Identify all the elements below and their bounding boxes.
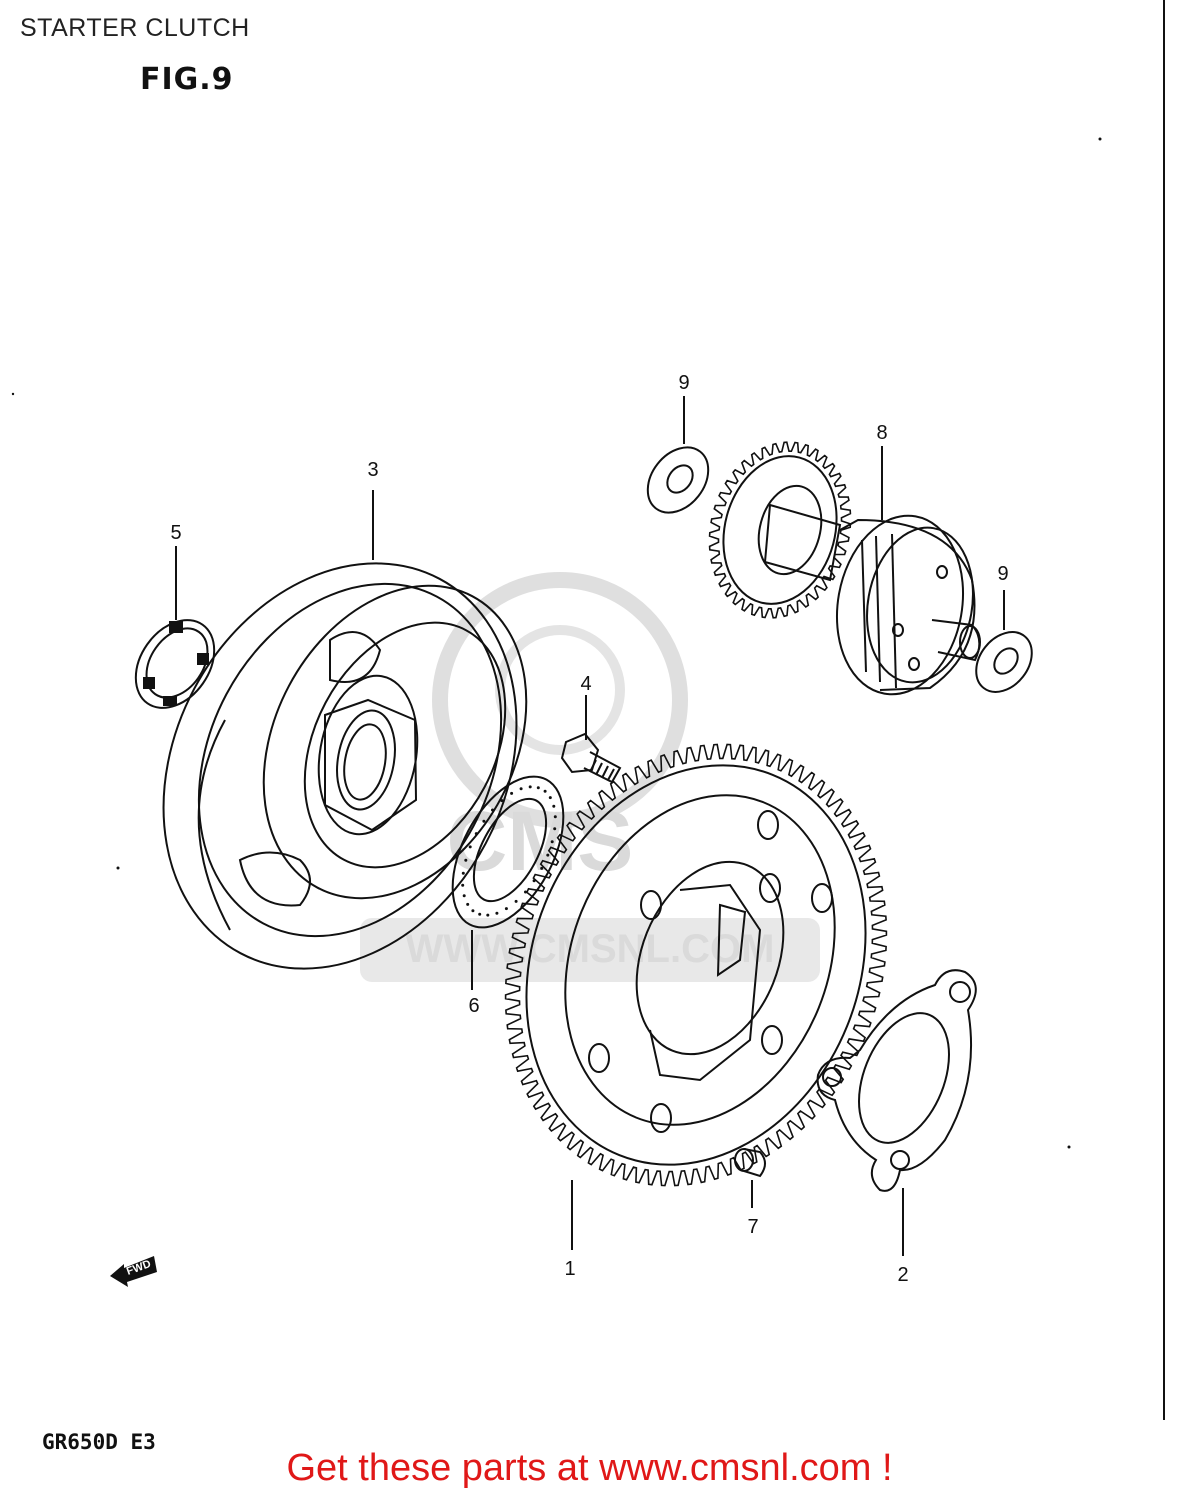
washer-dot: [486, 913, 490, 917]
part-1-gear: [504, 743, 888, 1187]
washer-dot: [478, 912, 482, 916]
label-part-2: 2: [897, 1264, 908, 1286]
washer-dot: [540, 866, 544, 870]
washer-dot: [553, 827, 557, 831]
washer-dot: [543, 789, 547, 793]
washer-dot: [462, 894, 466, 898]
washer-dot: [552, 804, 556, 808]
washer-dot: [474, 832, 478, 836]
washer-dot: [553, 815, 557, 819]
part-6-dots: [461, 785, 557, 917]
part-3-housing: [162, 562, 528, 970]
speck: [1098, 137, 1102, 141]
fwd-arrow-icon: FWD: [110, 1256, 157, 1287]
model-code: GR650D E3: [42, 1430, 156, 1454]
washer-dot: [500, 799, 504, 803]
washer-dot: [510, 791, 514, 795]
page-border-right: [1163, 0, 1165, 1420]
label-part-9-right: 9: [997, 563, 1008, 585]
washer-dot: [461, 871, 465, 875]
watermark: CMS WWW.CMSNL.COM: [360, 572, 820, 982]
washer-dot: [504, 907, 508, 911]
gear-teeth-outline: [504, 743, 888, 1187]
washer-dot: [548, 796, 552, 800]
part-6-shim-washer: [451, 775, 565, 929]
washer-dot: [491, 808, 494, 812]
speck: [11, 392, 15, 396]
promo-link[interactable]: Get these parts at www.cmsnl.com !: [286, 1447, 893, 1489]
gear-8-teeth: [708, 441, 852, 619]
gear-teeth-outline: [708, 441, 852, 619]
washer-dot: [482, 819, 486, 823]
washer-dot: [528, 785, 532, 789]
part-5-thrust-washer: [134, 619, 216, 709]
label-part-8: 8: [876, 422, 887, 444]
part-9-upper-washer: [646, 446, 710, 514]
part-7-roller: [734, 1148, 766, 1178]
label-part-6: 6: [468, 995, 479, 1017]
figure-label: FIG.9: [140, 62, 234, 97]
label-part-7: 7: [747, 1216, 758, 1238]
part-4-bolt: [560, 732, 622, 784]
washer-dot: [514, 899, 518, 903]
label-part-4: 4: [580, 673, 591, 695]
gear-1-teeth: [504, 743, 888, 1187]
washer-dot: [519, 787, 523, 791]
washer-dot: [464, 858, 468, 862]
speck: [1067, 1145, 1071, 1149]
washer-dot: [550, 840, 554, 844]
washer-dot: [466, 902, 470, 906]
washer-dot: [471, 909, 475, 913]
label-part-5: 5: [170, 522, 181, 544]
speck: [116, 866, 120, 870]
washer-dot: [468, 845, 472, 849]
watermark-url-text: WWW.CMSNL.COM: [406, 927, 775, 971]
part-8-idle-gear: [708, 441, 981, 696]
washer-dot: [461, 883, 465, 887]
label-part-9-upper: 9: [678, 372, 689, 394]
page-title: STARTER CLUTCH: [20, 14, 250, 42]
washer-dot: [536, 786, 540, 790]
label-part-3: 3: [367, 459, 378, 481]
part-9-right-washer: [975, 631, 1033, 693]
washer-dot: [546, 853, 550, 857]
part-2-plate: [816, 969, 977, 1192]
label-part-1: 1: [564, 1258, 575, 1280]
washer-dot: [495, 911, 499, 915]
